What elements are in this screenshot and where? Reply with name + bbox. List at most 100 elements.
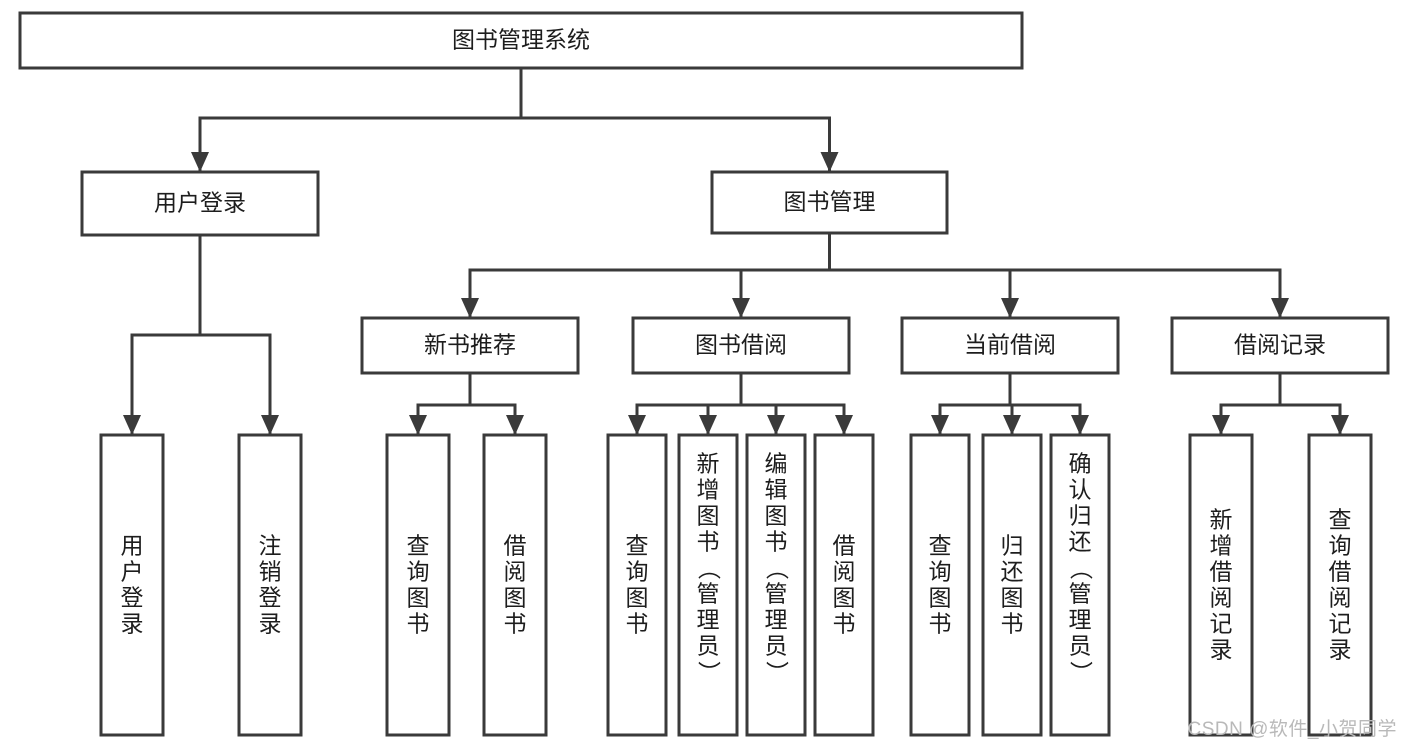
- node-leaf-rec-borrow-book-label-char: 借: [504, 532, 527, 558]
- node-book-manage[interactable]: 图书管理: [710, 170, 949, 235]
- arrow-head-icon: [1212, 415, 1230, 435]
- node-leaf-borrow-query-book-box: [606, 433, 668, 737]
- node-root-system-label: 图书管理系统: [452, 27, 590, 53]
- node-book-manage-box: [710, 170, 949, 235]
- node-leaf-borrow-add-book-label-char: ）: [696, 661, 722, 684]
- arrow-head-icon: [506, 415, 524, 435]
- node-borrow-record-box: [1170, 316, 1390, 375]
- node-leaf-borrow-edit-book-label-char: 书: [765, 528, 788, 554]
- node-leaf-rec-query-book-box: [385, 433, 451, 737]
- node-book-borrow-label: 图书借阅: [695, 332, 787, 358]
- node-book-manage-label: 图书管理: [784, 189, 876, 215]
- node-leaf-borrow-add-book-label-char: （: [696, 557, 722, 580]
- node-leaf-borrow-borrow-book-label-char: 阅: [833, 558, 856, 584]
- node-leaf-cur-return-book-label-char: 归: [1001, 532, 1024, 558]
- node-book-borrow[interactable]: 图书借阅: [631, 316, 851, 375]
- arrow-head-icon: [1003, 415, 1021, 435]
- arrow-head-icon: [820, 152, 839, 172]
- node-leaf-rec-query-record-label-char: 借: [1329, 558, 1352, 584]
- node-root-system[interactable]: 图书管理系统: [18, 11, 1024, 70]
- node-leaf-rec-add-record-label-char: 借: [1210, 558, 1233, 584]
- node-leaf-cur-query-book-label-char: 询: [929, 558, 952, 584]
- node-leaf-rec-add-record-label-char: 增: [1210, 532, 1233, 558]
- node-leaf-cur-query-book-label-char: 书: [929, 610, 952, 636]
- node-leaf-user-login-label-char: 用: [121, 532, 144, 558]
- arrow-head-icon: [732, 298, 750, 318]
- node-leaf-user-logout-label-char: 录: [259, 610, 282, 636]
- node-borrow-record-label: 借阅记录: [1234, 332, 1326, 358]
- node-leaf-cur-confirm-return-label-char: 管: [1069, 580, 1092, 606]
- node-user-login-label: 用户登录: [154, 190, 246, 216]
- node-leaf-cur-confirm-return-label-char: 归: [1069, 502, 1092, 528]
- node-borrow-record[interactable]: 借阅记录: [1170, 316, 1390, 375]
- arrow-head-icon: [628, 415, 646, 435]
- node-leaf-user-login[interactable]: 用户登录: [99, 433, 165, 737]
- node-leaf-borrow-edit-book-label-char: 编: [765, 450, 788, 476]
- arrow-head-icon: [699, 415, 717, 435]
- node-leaf-cur-confirm-return-label-char: 认: [1069, 476, 1092, 502]
- connector-layer: [123, 66, 1349, 436]
- arrow-head-icon: [123, 415, 141, 435]
- node-leaf-cur-return-book-box: [981, 433, 1043, 737]
- node-leaf-borrow-edit-book-label-char: 图: [765, 502, 788, 528]
- node-leaf-rec-borrow-book-label-char: 阅: [504, 558, 527, 584]
- node-leaf-cur-query-book-label-char: 图: [929, 584, 952, 610]
- node-leaf-user-logout-label-char: 销: [259, 558, 282, 584]
- node-leaf-borrow-add-book-label-char: 书: [697, 528, 720, 554]
- node-leaf-borrow-add-book-label-char: 管: [697, 580, 720, 606]
- node-leaf-borrow-edit-book-label-char: ）: [764, 661, 790, 684]
- arrow-head-icon: [767, 415, 785, 435]
- node-leaf-rec-add-record-label-char: 阅: [1210, 584, 1233, 610]
- node-leaf-cur-query-book-box: [909, 433, 971, 737]
- node-leaf-user-login-label-char: 录: [121, 610, 144, 636]
- node-leaf-cur-confirm-return-label-char: 理: [1069, 606, 1092, 632]
- node-leaf-cur-confirm-return-label-char: 还: [1069, 528, 1092, 554]
- node-current-borrow-label: 当前借阅: [964, 332, 1056, 358]
- node-leaf-cur-confirm-return-label-char: ）: [1068, 661, 1094, 684]
- node-user-login[interactable]: 用户登录: [80, 170, 320, 237]
- node-leaf-borrow-edit-book-label-char: 理: [765, 606, 788, 632]
- arrow-head-icon: [835, 415, 853, 435]
- node-new-book-rec-box: [360, 316, 580, 375]
- arrow-head-icon: [931, 415, 949, 435]
- node-leaf-user-logout-label-char: 注: [259, 532, 282, 558]
- arrow-head-icon: [1001, 298, 1019, 318]
- node-root-system-box: [18, 11, 1024, 70]
- node-leaf-user-logout-box: [237, 433, 303, 737]
- node-leaf-borrow-query-book-label-char: 询: [626, 558, 649, 584]
- node-leaf-borrow-query-book-label-char: 查: [626, 532, 649, 558]
- node-leaf-cur-return-book-label-char: 还: [1001, 558, 1024, 584]
- node-leaf-user-login-box: [99, 433, 165, 737]
- arrow-head-icon: [261, 415, 279, 435]
- node-leaf-user-login-label-char: 户: [121, 558, 144, 584]
- node-new-book-rec[interactable]: 新书推荐: [360, 316, 580, 375]
- node-current-borrow[interactable]: 当前借阅: [900, 316, 1120, 375]
- node-leaf-rec-add-record-label-char: 记: [1210, 610, 1233, 636]
- node-leaf-cur-confirm-return-label-char: （: [1068, 557, 1094, 580]
- node-leaf-rec-query-record-label-char: 询: [1329, 532, 1352, 558]
- node-leaf-cur-query-book-label-char: 查: [929, 532, 952, 558]
- arrow-head-icon: [461, 298, 479, 318]
- arrow-head-icon: [1271, 298, 1289, 318]
- node-leaf-borrow-query-book-label-char: 图: [626, 584, 649, 610]
- node-leaf-borrow-edit-book-label-char: 辑: [765, 476, 788, 502]
- node-leaf-rec-query-record-label-char: 查: [1329, 506, 1352, 532]
- node-leaf-cur-confirm-return-label-char: 确: [1069, 450, 1092, 476]
- node-leaf-borrow-edit-book-label-char: 员: [765, 632, 788, 658]
- node-leaf-borrow-borrow-book-label-char: 图: [833, 584, 856, 610]
- node-leaf-borrow-add-book-label-char: 新: [697, 450, 720, 476]
